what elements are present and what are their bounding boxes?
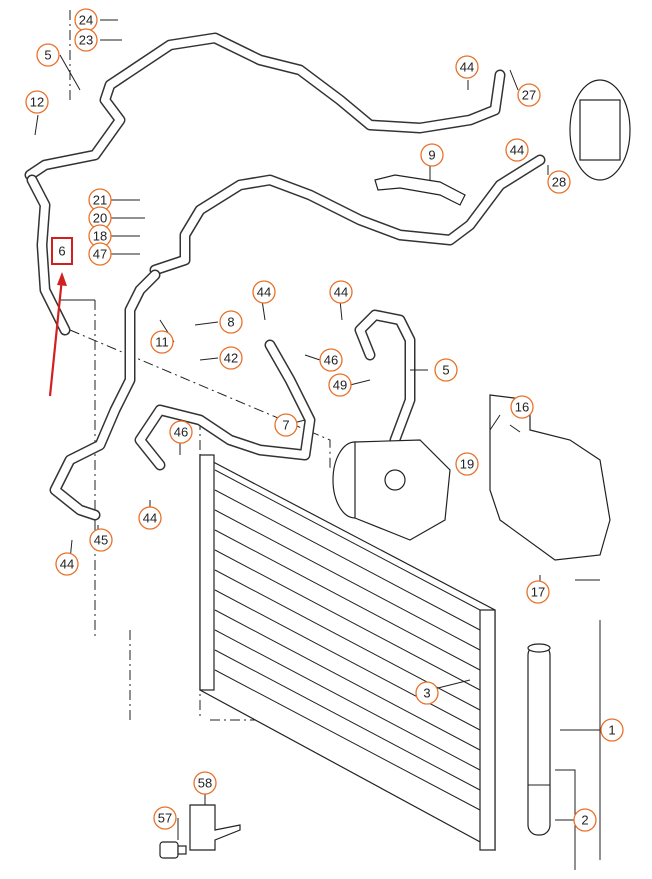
receiver-drier bbox=[527, 643, 551, 836]
highlight-arrow bbox=[48, 272, 67, 397]
hose-7 bbox=[134, 339, 316, 471]
svg-text:9: 9 bbox=[428, 148, 435, 163]
svg-text:1: 1 bbox=[608, 723, 615, 738]
part-label-23[interactable]: 23 bbox=[74, 28, 98, 52]
part-label-44b[interactable]: 44 bbox=[329, 280, 353, 304]
svg-text:58: 58 bbox=[198, 776, 212, 791]
part-label-27[interactable]: 27 bbox=[517, 83, 541, 107]
part-label-46b[interactable]: 46 bbox=[169, 420, 193, 444]
part-label-47[interactable]: 47 bbox=[88, 242, 112, 266]
heat-shield bbox=[489, 394, 611, 561]
middle-hose bbox=[149, 154, 546, 276]
part-label-3[interactable]: 3 bbox=[415, 681, 439, 705]
svg-text:18: 18 bbox=[93, 229, 107, 244]
part-label-58[interactable]: 58 bbox=[193, 771, 217, 795]
svg-text:19: 19 bbox=[460, 457, 474, 472]
svg-text:5: 5 bbox=[442, 363, 449, 378]
part-label-16[interactable]: 16 bbox=[510, 395, 534, 419]
svg-text:16: 16 bbox=[515, 400, 529, 415]
svg-text:49: 49 bbox=[333, 378, 347, 393]
part-label-24[interactable]: 24 bbox=[74, 8, 98, 32]
svg-text:5: 5 bbox=[44, 48, 51, 63]
part-label-44f[interactable]: 44 bbox=[505, 138, 529, 162]
svg-text:28: 28 bbox=[552, 175, 566, 190]
part-label-44a[interactable]: 44 bbox=[252, 280, 276, 304]
svg-text:23: 23 bbox=[79, 33, 93, 48]
part-label-9[interactable]: 9 bbox=[420, 143, 444, 167]
svg-text:44: 44 bbox=[510, 143, 524, 158]
svg-text:8: 8 bbox=[227, 315, 234, 330]
part-label-42[interactable]: 42 bbox=[219, 346, 243, 370]
hose-5-lower bbox=[354, 309, 416, 446]
svg-text:11: 11 bbox=[155, 335, 169, 350]
liquid-line bbox=[49, 269, 161, 521]
svg-text:44: 44 bbox=[334, 285, 348, 300]
part-label-7[interactable]: 7 bbox=[274, 413, 298, 437]
svg-text:44: 44 bbox=[143, 511, 157, 526]
svg-text:47: 47 bbox=[93, 247, 107, 262]
svg-text:42: 42 bbox=[224, 351, 238, 366]
svg-text:24: 24 bbox=[79, 13, 93, 28]
svg-text:12: 12 bbox=[30, 95, 44, 110]
part-label-21[interactable]: 21 bbox=[88, 188, 112, 212]
svg-text:7: 7 bbox=[282, 418, 289, 433]
part-label-5b[interactable]: 5 bbox=[434, 358, 458, 382]
svg-text:3: 3 bbox=[423, 686, 430, 701]
svg-text:46: 46 bbox=[174, 425, 188, 440]
svg-text:21: 21 bbox=[93, 193, 107, 208]
part-label-8[interactable]: 8 bbox=[219, 310, 243, 334]
part-label-45[interactable]: 45 bbox=[89, 528, 113, 552]
part-label-1[interactable]: 1 bbox=[600, 718, 624, 742]
part-label-44c[interactable]: 44 bbox=[138, 506, 162, 530]
part-label-12[interactable]: 12 bbox=[25, 90, 49, 114]
part-label-5a[interactable]: 5 bbox=[36, 43, 60, 67]
svg-text:6: 6 bbox=[58, 244, 65, 259]
svg-text:27: 27 bbox=[522, 88, 536, 103]
svg-text:44: 44 bbox=[257, 285, 271, 300]
part-label-44e[interactable]: 44 bbox=[455, 55, 479, 79]
part-label-46a[interactable]: 46 bbox=[319, 348, 343, 372]
part-label-2[interactable]: 2 bbox=[573, 808, 597, 832]
bracket-9 bbox=[374, 174, 466, 206]
svg-text:2: 2 bbox=[581, 813, 588, 828]
svg-text:46: 46 bbox=[324, 353, 338, 368]
part-label-20[interactable]: 20 bbox=[88, 206, 112, 230]
part-labels: 24 23 5 12 6 21 20 18 47 11 8 42 44 44 4… bbox=[25, 8, 624, 832]
condenser bbox=[199, 454, 496, 852]
upper-hose bbox=[24, 32, 506, 181]
svg-text:20: 20 bbox=[93, 211, 107, 226]
part-label-6[interactable]: 6 bbox=[51, 237, 73, 265]
part-label-49[interactable]: 49 bbox=[328, 373, 352, 397]
part-label-17[interactable]: 17 bbox=[526, 580, 550, 604]
part-label-44d[interactable]: 44 bbox=[55, 552, 79, 576]
svg-text:44: 44 bbox=[460, 60, 474, 75]
svg-text:45: 45 bbox=[94, 533, 108, 548]
compressor bbox=[332, 439, 451, 541]
part-label-19[interactable]: 19 bbox=[455, 452, 479, 476]
hose-6 bbox=[26, 174, 71, 336]
evaporator-connector bbox=[569, 79, 631, 181]
part-label-28[interactable]: 28 bbox=[547, 170, 571, 194]
part-label-57[interactable]: 57 bbox=[153, 806, 177, 830]
sensor-57 bbox=[159, 841, 187, 859]
svg-text:57: 57 bbox=[158, 811, 172, 826]
part-label-11[interactable]: 11 bbox=[150, 330, 174, 354]
bracket-58 bbox=[189, 804, 241, 851]
svg-text:44: 44 bbox=[60, 557, 74, 572]
svg-text:17: 17 bbox=[531, 585, 545, 600]
